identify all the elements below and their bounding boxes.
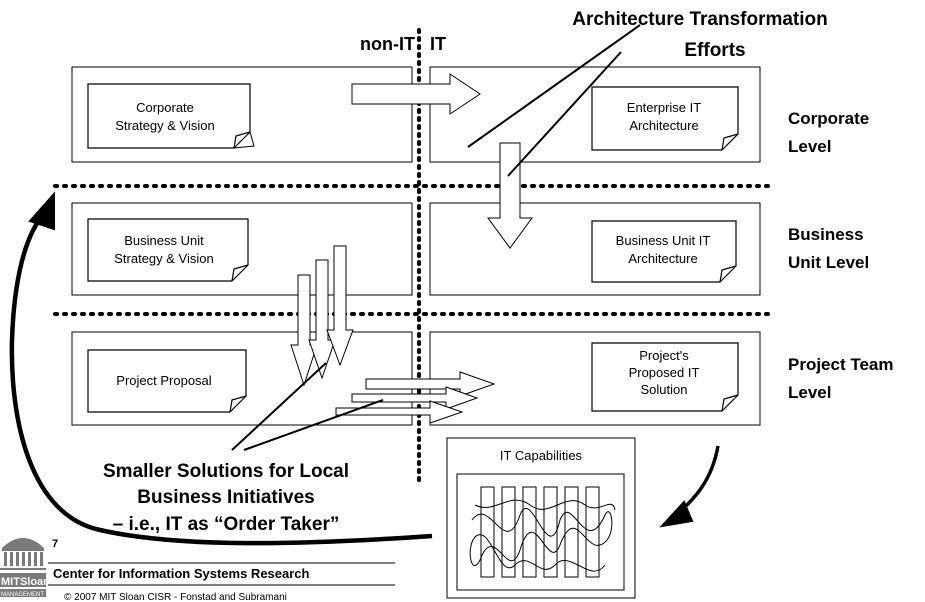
feedback-arrow-line <box>9 212 433 546</box>
note-enterprise-it <box>591 86 739 151</box>
corporate-strategy-line-1: Corporate <box>136 100 194 115</box>
project-it-line-1: Project's <box>639 348 689 363</box>
center-name: Center for Information Systems Research <box>53 566 310 581</box>
it-column-label: IT <box>430 34 446 54</box>
bu-level-line-1: Business <box>788 225 864 244</box>
title-line-1: Architecture Transformation <box>572 9 828 30</box>
bu-level-line-2: Unit Level <box>788 253 869 272</box>
logo-subtext: MANAGEMENT <box>1 592 44 598</box>
spaghetti-connections <box>469 499 616 572</box>
corporate-level-line-1: Corporate <box>788 109 869 128</box>
curved-arrow-to-capabilities-head <box>659 500 694 528</box>
project-it-line-3: Solution <box>641 382 688 397</box>
corporate-level-line-2: Level <box>788 137 831 156</box>
corporate-strategy-line-2: Strategy & Vision <box>115 118 214 133</box>
page-number: 7 <box>52 538 58 550</box>
non-it-column-label: non-IT <box>360 34 415 54</box>
project-proposal-label: Project Proposal <box>116 373 211 388</box>
project-level-line-1: Project Team <box>788 355 894 374</box>
bu-it-line-1: Business Unit IT <box>616 233 711 248</box>
logo-wordmark: MITSloan <box>1 576 50 588</box>
it-capabilities-label: IT Capabilities <box>500 448 583 463</box>
callout-line-2: Business Initiatives <box>137 487 314 508</box>
block-arrow-right-1 <box>365 371 496 397</box>
project-it-line-2: Proposed IT <box>629 365 700 380</box>
block-arrow-down-1 <box>290 274 318 387</box>
dome-icon <box>2 538 44 548</box>
feedback-arrow-head <box>28 191 55 231</box>
note-project-proposal <box>87 349 247 413</box>
note-corporate-strategy <box>87 83 255 149</box>
block-arrow-right-2 <box>351 386 479 410</box>
pointer-callout-to-right-arrows <box>243 399 384 451</box>
block-arrow-down-2 <box>308 259 336 380</box>
note-bu-it <box>591 220 737 283</box>
enterprise-it-line-1: Enterprise IT <box>627 100 701 115</box>
note-bu-strategy <box>87 218 249 282</box>
enterprise-it-line-2: Architecture <box>629 118 698 133</box>
note-project-it-solution <box>591 342 739 412</box>
block-arrow-down-3 <box>326 245 354 367</box>
bu-it-line-2: Architecture <box>628 251 697 266</box>
title-line-2: Efforts <box>684 40 745 61</box>
block-arrow-strategy-to-it <box>351 73 481 115</box>
pointer-title-to-horizontal-arrow <box>467 24 641 148</box>
block-arrow-right-3 <box>335 400 464 424</box>
callout-line-3: – i.e., IT as “Order Taker” <box>113 514 340 535</box>
callout-line-1: Smaller Solutions for Local <box>103 461 349 482</box>
project-level-line-2: Level <box>788 383 831 402</box>
copyright: © 2007 MIT Sloan CISR - Fonstad and Subr… <box>64 592 287 602</box>
bu-strategy-line-1: Business Unit <box>124 233 204 248</box>
pointer-callout-to-down-arrows <box>231 362 327 451</box>
pointer-title-to-vertical-arrow <box>507 51 622 177</box>
system-silos <box>480 486 600 578</box>
bu-strategy-line-2: Strategy & Vision <box>114 251 213 266</box>
block-arrow-enterprise-to-bu <box>487 142 533 249</box>
mit-sloan-logo: MITSloan MANAGEMENT <box>0 526 50 602</box>
